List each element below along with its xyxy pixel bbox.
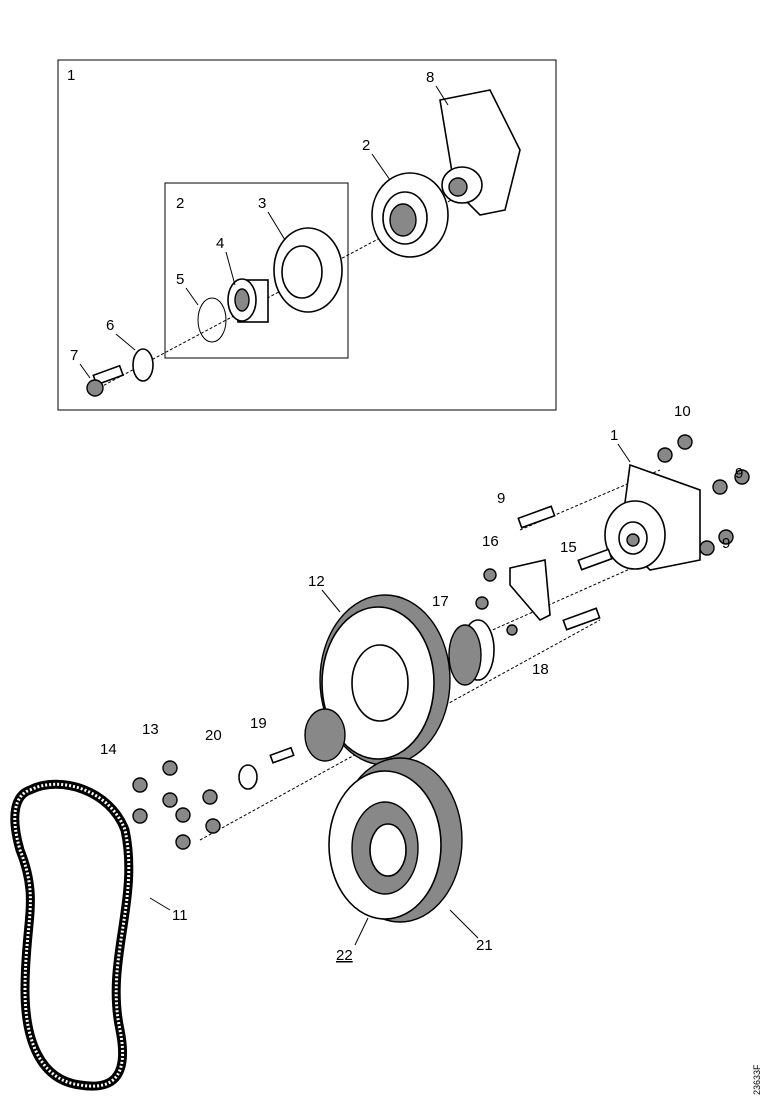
label-9-top: 9	[735, 465, 743, 482]
bracket-15	[475, 559, 551, 636]
circlip-5	[197, 297, 227, 343]
housing-2	[371, 172, 449, 258]
label-10: 10	[674, 403, 691, 420]
label-8: 8	[426, 69, 434, 86]
reference-code: 23633F	[752, 1064, 762, 1095]
label-5: 5	[176, 271, 184, 288]
stud-lower	[562, 607, 601, 631]
label-13: 13	[142, 721, 159, 738]
label-1-inset: 1	[67, 67, 75, 84]
idler-17	[448, 619, 495, 686]
cover-3	[273, 227, 343, 313]
label-15: 15	[560, 539, 577, 556]
bolts-13-14	[132, 760, 221, 850]
label-2-housing: 2	[362, 137, 370, 154]
gear	[304, 708, 346, 762]
label-7: 7	[70, 347, 78, 364]
bracket-8	[439, 89, 521, 216]
damper-21	[328, 757, 463, 923]
label-20: 20	[205, 727, 222, 744]
subassembly-frame	[164, 182, 349, 359]
label-6: 6	[106, 317, 114, 334]
label-2-sub: 2	[176, 195, 184, 212]
label-19: 19	[250, 715, 267, 732]
label-12: 12	[308, 573, 325, 590]
label-22: 22	[336, 947, 353, 964]
bolt-tensioner	[577, 548, 613, 571]
label-18: 18	[532, 661, 549, 678]
label-14: 14	[100, 741, 117, 758]
bolt-19	[269, 746, 295, 764]
tensioner-1	[604, 463, 701, 571]
washer-6	[132, 348, 154, 382]
belt-11	[10, 779, 134, 1091]
label-9-bottom: 9	[722, 535, 730, 552]
label-16: 16	[482, 533, 499, 550]
pulley-12	[319, 594, 451, 766]
label-9-left: 9	[497, 490, 505, 507]
label-1-main: 1	[610, 427, 618, 444]
label-3: 3	[258, 195, 266, 212]
nuts-10	[657, 434, 750, 556]
inset-frame	[57, 59, 557, 411]
bearing-4	[227, 278, 269, 323]
plate-20	[238, 764, 258, 790]
label-17: 17	[432, 593, 449, 610]
stud-9	[517, 505, 556, 529]
label-4: 4	[216, 235, 224, 252]
bolt-7	[86, 364, 125, 397]
label-11: 11	[172, 907, 188, 924]
label-21: 21	[476, 937, 493, 954]
